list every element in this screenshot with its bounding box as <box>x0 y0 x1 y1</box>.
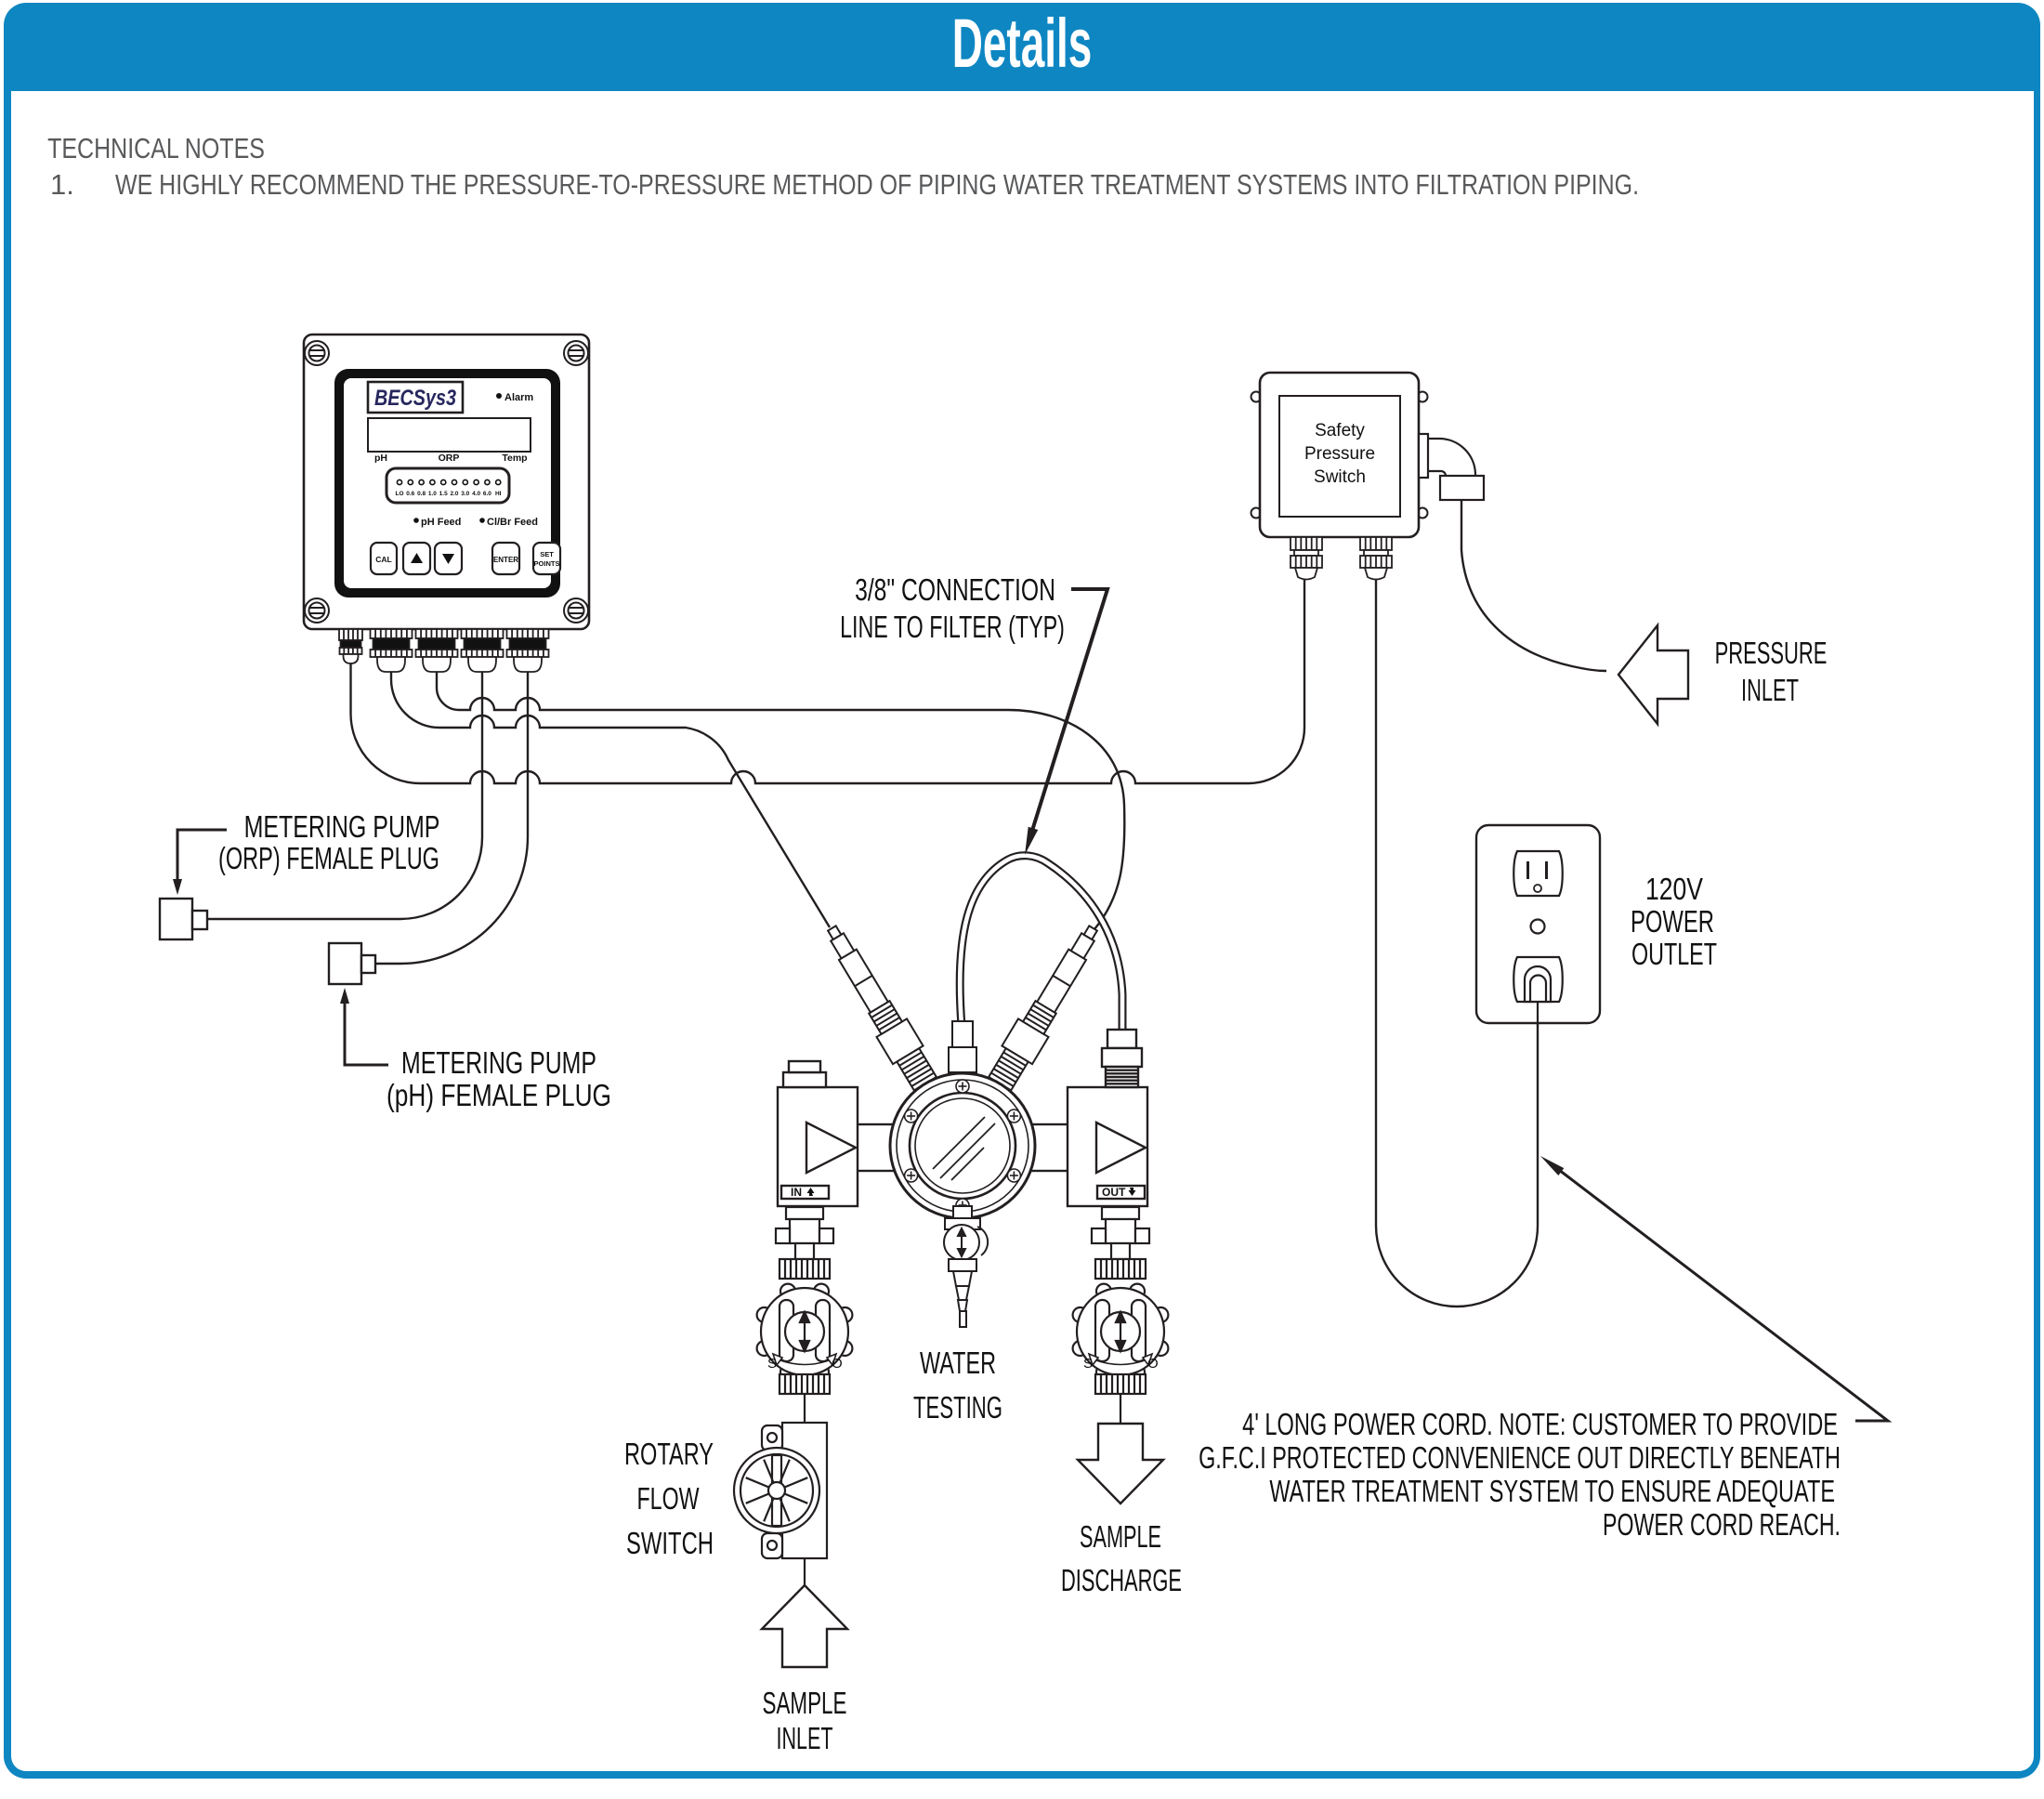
svg-text:6.0: 6.0 <box>483 491 491 497</box>
svg-text:CAL: CAL <box>375 555 391 564</box>
svg-text:Details: Details <box>952 6 1093 83</box>
svg-text:Alarm: Alarm <box>504 392 533 403</box>
svg-text:(ORP) FEMALE PLUG: (ORP) FEMALE PLUG <box>218 842 439 876</box>
svg-text:INLET: INLET <box>776 1721 832 1755</box>
svg-text:DISCHARGE: DISCHARGE <box>1061 1564 1182 1598</box>
svg-text:TECHNICAL NOTES: TECHNICAL NOTES <box>47 132 265 164</box>
svg-text:INLET: INLET <box>1741 674 1799 708</box>
svg-text:SAMPLE: SAMPLE <box>763 1686 847 1720</box>
svg-text:METERING PUMP: METERING PUMP <box>401 1047 596 1081</box>
svg-text:OUT: OUT <box>1102 1186 1126 1199</box>
svg-text:SWITCH: SWITCH <box>626 1527 714 1561</box>
svg-text:SET: SET <box>540 550 554 558</box>
svg-text:4.0: 4.0 <box>472 491 480 497</box>
svg-text:IN: IN <box>791 1186 802 1199</box>
svg-text:Pressure: Pressure <box>1304 444 1375 464</box>
svg-text:1.: 1. <box>50 168 74 201</box>
svg-text:WE HIGHLY RECOMMEND THE PRESSU: WE HIGHLY RECOMMEND THE PRESSURE-TO-PRES… <box>115 168 1639 200</box>
svg-text:HI: HI <box>495 491 502 497</box>
svg-text:WATER: WATER <box>920 1346 996 1381</box>
svg-text:LO: LO <box>395 491 403 497</box>
svg-text:METERING PUMP: METERING PUMP <box>244 811 440 845</box>
svg-text:3.0: 3.0 <box>461 491 469 497</box>
svg-text:POWER CORD REACH.: POWER CORD REACH. <box>1603 1508 1841 1543</box>
svg-text:(pH) FEMALE PLUG: (pH) FEMALE PLUG <box>387 1079 611 1113</box>
svg-text:ORP: ORP <box>439 453 460 464</box>
svg-text:ENTER: ENTER <box>493 556 518 564</box>
svg-text:0.8: 0.8 <box>417 491 426 497</box>
svg-text:SAMPLE: SAMPLE <box>1080 1519 1161 1554</box>
svg-text:pH: pH <box>374 453 387 464</box>
svg-text:LINE TO FILTER (TYP): LINE TO FILTER (TYP) <box>840 611 1065 645</box>
svg-text:120V: 120V <box>1645 873 1703 906</box>
svg-text:OUTLET: OUTLET <box>1631 938 1717 972</box>
svg-text:1.0: 1.0 <box>428 491 437 497</box>
svg-text:2.0: 2.0 <box>450 491 458 497</box>
svg-text:PRESSURE: PRESSURE <box>1715 637 1828 670</box>
svg-text:POINTS: POINTS <box>534 559 560 568</box>
svg-text:Switch: Switch <box>1314 467 1366 487</box>
svg-text:BECSys3: BECSys3 <box>374 386 457 411</box>
svg-text:pH Feed: pH Feed <box>421 517 461 528</box>
svg-text:4' LONG POWER CORD. NOTE: CUST: 4' LONG POWER CORD. NOTE: CUSTOMER TO PR… <box>1242 1408 1838 1442</box>
svg-text:0.6: 0.6 <box>406 491 414 497</box>
svg-text:Cl/Br Feed: Cl/Br Feed <box>487 517 538 528</box>
svg-text:G.F.C.I PROTECTED CONVENIENCE: G.F.C.I PROTECTED CONVENIENCE OUT DIRECT… <box>1199 1441 1841 1476</box>
svg-text:1.5: 1.5 <box>439 491 448 497</box>
svg-text:ROTARY: ROTARY <box>624 1438 714 1472</box>
svg-text:TESTING: TESTING <box>913 1391 1002 1425</box>
svg-text:3/8" CONNECTION: 3/8" CONNECTION <box>855 574 1055 608</box>
svg-text:POWER: POWER <box>1631 905 1714 939</box>
svg-text:WATER TREATMENT SYSTEM TO ENSU: WATER TREATMENT SYSTEM TO ENSURE ADEQUAT… <box>1269 1475 1835 1509</box>
svg-text:Temp: Temp <box>502 453 527 464</box>
svg-text:FLOW: FLOW <box>637 1482 700 1517</box>
svg-text:Safety: Safety <box>1315 421 1365 440</box>
